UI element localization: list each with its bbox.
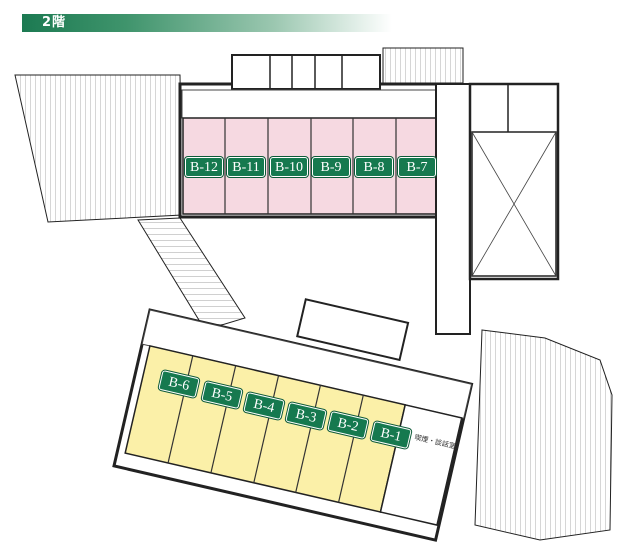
roof-right <box>474 329 613 541</box>
upper-room-badge: B-9 <box>312 157 350 177</box>
service-wing-walls <box>269 55 343 89</box>
vertical-corridor <box>435 83 471 335</box>
upper-corridor <box>181 89 437 119</box>
void-cross-b <box>471 131 557 277</box>
upper-room-badge: B-7 <box>398 157 436 177</box>
stairs-diagonal <box>137 217 246 331</box>
lower-building <box>112 308 474 542</box>
floor-banner: 2階 <box>22 14 392 32</box>
lower-service-box <box>296 298 410 362</box>
roof-left <box>14 74 183 223</box>
service-wing <box>231 54 381 90</box>
upper-room-badge: B-8 <box>355 157 393 177</box>
floor-label: 2階 <box>42 15 67 30</box>
upper-room-badge: B-10 <box>270 157 308 177</box>
upper-room-walls <box>224 118 397 214</box>
roof-top <box>382 47 464 84</box>
upper-room-badge: B-12 <box>185 157 223 177</box>
upper-room-badge: B-11 <box>227 157 265 177</box>
